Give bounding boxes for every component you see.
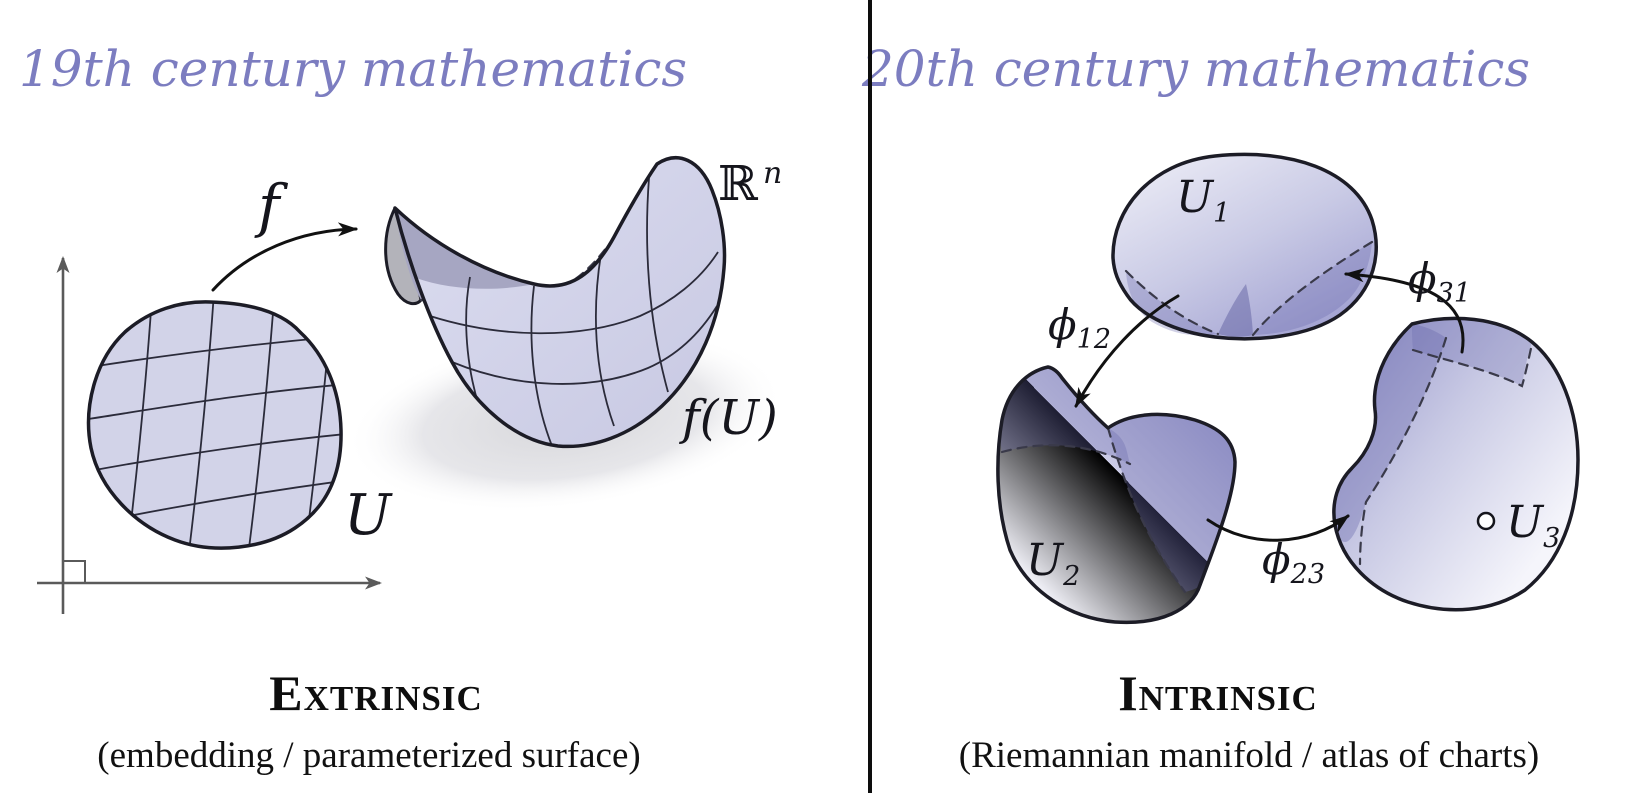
phi31-base: ϕ <box>1408 254 1437 303</box>
u2-outline <box>996 365 1237 625</box>
u2-fill <box>997 367 1235 623</box>
domain-blob-u <box>86 300 343 550</box>
left-caption: Extrinsic <box>269 665 483 721</box>
u2-overlap-top <box>1000 367 1130 464</box>
u1-fill <box>1112 154 1377 339</box>
right-caption: Intrinsic <box>1118 665 1318 721</box>
surface-outline <box>393 156 727 449</box>
phi23-base: ϕ <box>1262 535 1291 584</box>
u2-base: U <box>1026 535 1065 586</box>
domain-blob-fill <box>88 301 342 549</box>
point-marker-u3 <box>1476 511 1496 531</box>
right-panel-title: 20th century mathematics <box>861 40 1531 98</box>
transition-arrow-phi12 <box>1074 294 1180 408</box>
u3-sub: 3 <box>1543 523 1560 554</box>
right-diagram: U1 U2 U3 ϕ12 ϕ23 ϕ31 <box>996 152 1580 625</box>
domain-blob-outline <box>86 300 343 550</box>
surface-grid <box>429 177 719 447</box>
right-angle-marker <box>62 560 86 584</box>
u2-dashed-edge-right <box>1106 426 1187 594</box>
ambient-sup: n <box>763 156 782 191</box>
u2-overlap-right <box>1108 414 1235 592</box>
u2-sub: 2 <box>1062 561 1080 592</box>
left-diagram: f U ℝ n f(U) <box>37 156 784 614</box>
left-panel-title: 19th century mathematics <box>18 40 688 98</box>
embedded-surface <box>384 156 727 449</box>
transition-arrow-phi31 <box>1344 268 1465 354</box>
phi12-sub: 12 <box>1077 324 1111 355</box>
u3-overlap-top <box>1412 318 1532 386</box>
u3-outline <box>1332 316 1580 612</box>
transition-arrow-phi23 <box>1206 514 1350 542</box>
map-label-f: f <box>254 172 289 240</box>
ambient-base: ℝ <box>718 156 758 212</box>
chart-u1-blob <box>1111 152 1378 341</box>
u1-outline <box>1111 152 1378 341</box>
u3-base: U <box>1506 497 1545 548</box>
ambient-space-label: ℝ n <box>718 156 782 212</box>
u1-overlap-left <box>1126 271 1218 336</box>
u3-dashed-edge-top <box>1411 342 1534 388</box>
phi12-base: ϕ <box>1048 300 1077 349</box>
map-arrow-f <box>211 222 358 292</box>
u1-dashed-edge-right <box>1251 240 1374 337</box>
right-subcaption: (Riemannian manifold / atlas of charts) <box>958 735 1540 776</box>
image-label-fu: f(U) <box>679 390 778 446</box>
map-label-phi12: ϕ12 <box>1048 300 1111 355</box>
phi31-sub: 31 <box>1437 278 1471 309</box>
left-subcaption: (embedding / parameterized surface) <box>97 735 641 776</box>
chart-u3-blob <box>1332 316 1580 612</box>
chart-u2-blob <box>996 365 1237 625</box>
u3-overlap-left <box>1333 324 1446 543</box>
u1-sub: 1 <box>1213 198 1230 229</box>
coordinate-axes <box>37 256 382 614</box>
phi23-sub: 23 <box>1290 559 1325 590</box>
panel-divider <box>868 0 872 793</box>
chart-label-u3: U3 <box>1506 497 1560 554</box>
u1-base: U <box>1176 172 1215 223</box>
chart-label-u1: U1 <box>1176 172 1230 229</box>
chart-label-u2: U2 <box>1026 535 1080 592</box>
u3-fill <box>1333 318 1578 610</box>
u1-dashed-edge-left <box>1124 269 1220 336</box>
u1-overlap-center <box>1218 284 1253 337</box>
domain-label-u: U <box>344 483 393 548</box>
map-label-phi23: ϕ23 <box>1262 535 1325 590</box>
u3-dashed-edge-left <box>1358 336 1448 566</box>
map-label-phi31: ϕ31 <box>1408 254 1471 309</box>
u1-overlap-right <box>1253 242 1372 335</box>
